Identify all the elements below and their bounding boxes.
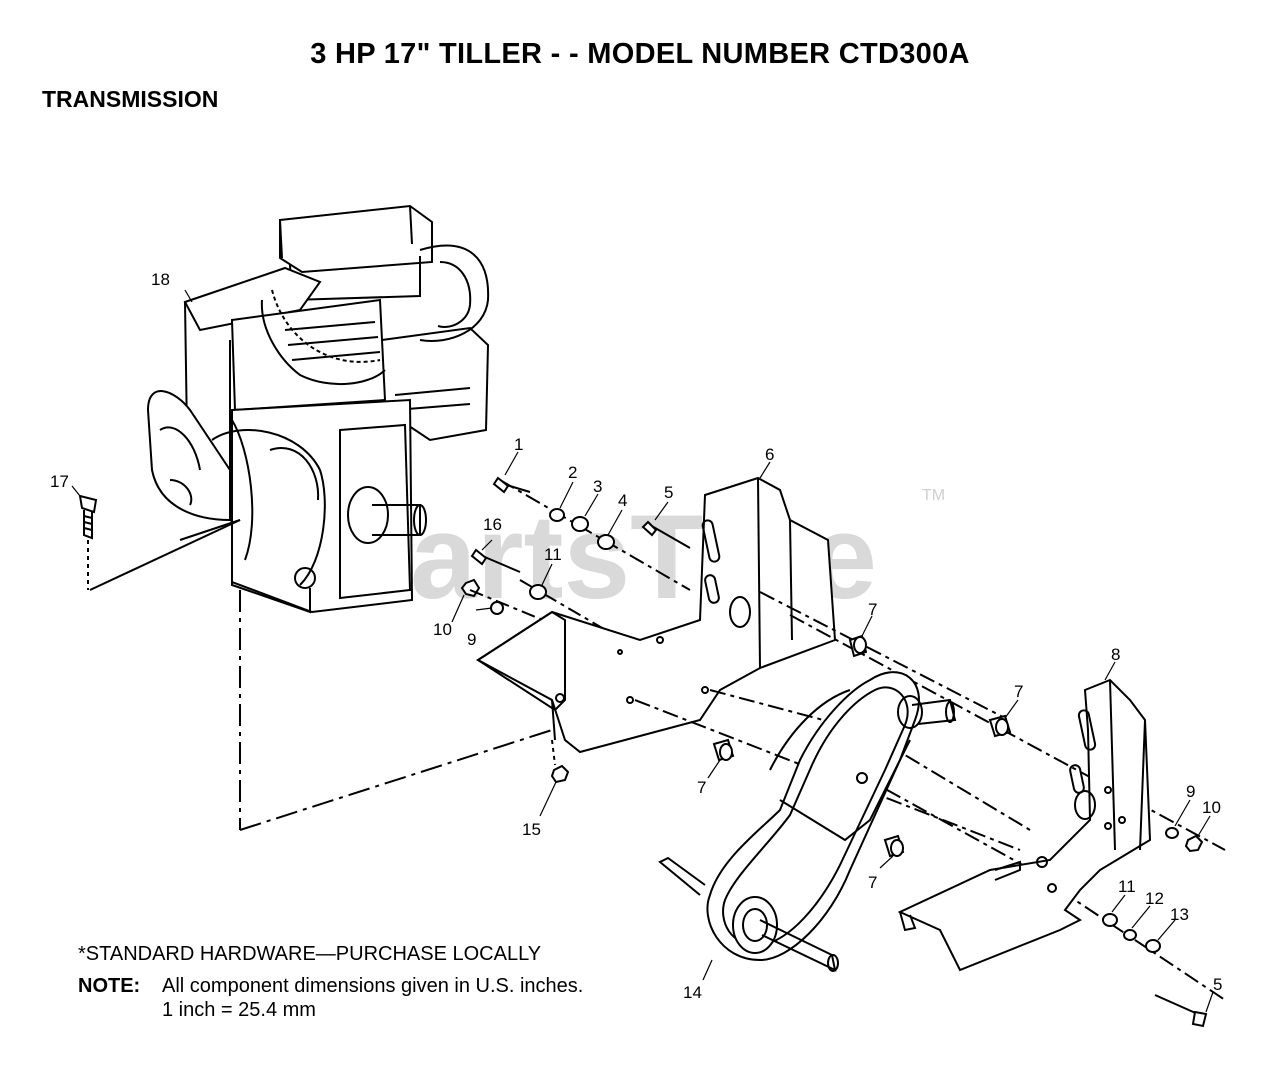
callout-7-c[interactable]: 7: [697, 778, 706, 797]
bolt-17: [78, 494, 98, 540]
callout-7-d[interactable]: 7: [868, 873, 877, 892]
callout-6[interactable]: 6: [765, 445, 774, 464]
callout-11-right[interactable]: 11: [1118, 877, 1136, 896]
callout-13[interactable]: 13: [1170, 905, 1189, 924]
callout-8[interactable]: 8: [1111, 645, 1120, 664]
page-title: 3 HP 17" TILLER - - MODEL NUMBER CTD300A: [310, 38, 970, 70]
callout-15[interactable]: 15: [522, 820, 541, 839]
callout-10-right[interactable]: 10: [1202, 798, 1221, 817]
callout-17[interactable]: 17: [50, 472, 69, 491]
standard-hardware-note: *STANDARD HARDWARE—PURCHASE LOCALLY: [78, 943, 542, 965]
callout-11-left[interactable]: 11: [544, 545, 562, 564]
engine: [146, 204, 490, 614]
callout-2[interactable]: 2: [568, 463, 577, 482]
watermark-tm: TM: [922, 487, 945, 504]
callout-3[interactable]: 3: [593, 477, 602, 496]
callout-7-b[interactable]: 7: [1014, 682, 1023, 701]
callout-4[interactable]: 4: [618, 491, 627, 510]
right-bracket: [897, 678, 1152, 972]
callout-5[interactable]: 5: [664, 483, 673, 502]
callout-9-left[interactable]: 9: [467, 630, 476, 649]
callout-5-right[interactable]: 5: [1213, 975, 1222, 994]
callout-1[interactable]: 1: [514, 435, 523, 454]
conversion-note: 1 inch = 25.4 mm: [162, 999, 316, 1021]
callout-7-a[interactable]: 7: [868, 600, 877, 619]
callout-14[interactable]: 14: [683, 983, 702, 1002]
callout-16[interactable]: 16: [483, 515, 502, 534]
callout-10-left[interactable]: 10: [433, 620, 452, 639]
callout-12[interactable]: 12: [1145, 889, 1164, 908]
left-bracket: [476, 476, 837, 754]
section-title: TRANSMISSION: [42, 86, 219, 112]
callout-9-right[interactable]: 9: [1186, 782, 1195, 801]
note-text: All component dimensions given in U.S. i…: [162, 975, 584, 997]
callout-18[interactable]: 18: [151, 270, 170, 289]
chain-case: [658, 671, 957, 972]
note-label: NOTE:: [78, 975, 141, 997]
notes: *STANDARD HARDWARE—PURCHASE LOCALLY NOTE…: [78, 942, 583, 1022]
